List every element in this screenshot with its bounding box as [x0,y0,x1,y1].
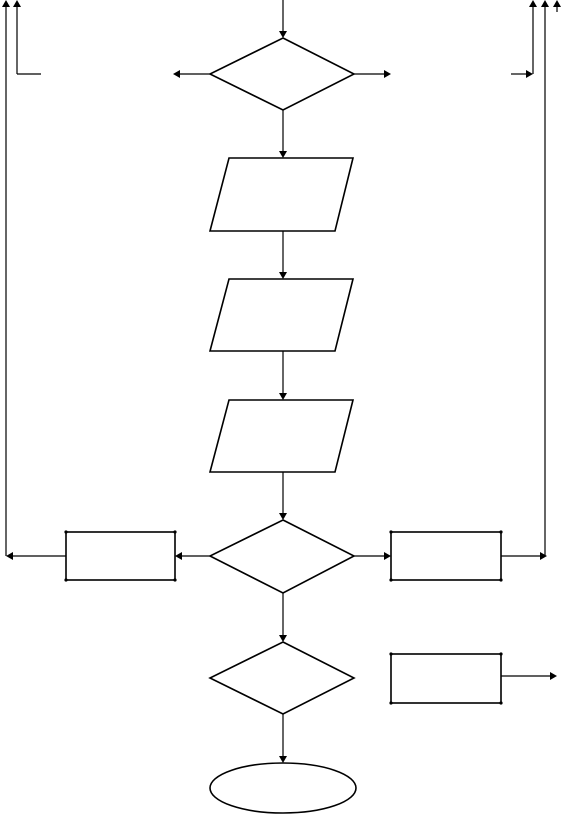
top-left-arrowhead [173,70,180,78]
decision-bottom[interactable] [208,641,356,715]
process-right[interactable] [389,530,503,582]
arrowhead-far-right-out [550,672,557,680]
left-loop-outer-arrowhead [2,0,10,7]
arrowhead-io2 [279,272,287,279]
arrowhead-right-out [540,552,547,560]
right-loop-outer-arrowhead [553,0,561,7]
left-loop-inner-arrowhead [13,0,21,7]
io-3[interactable] [208,399,355,473]
io-1[interactable] [208,157,355,232]
arrowhead-middle-decision [279,513,287,520]
right-loop-middle-arrowhead [541,0,549,7]
process-left[interactable] [64,530,177,582]
terminator[interactable] [209,762,357,814]
right-loop-stub-arrowhead [526,70,533,78]
arrowhead-terminator [279,756,287,763]
decision-top[interactable] [208,37,356,111]
top-right-arrowhead [384,70,391,78]
process-far-right[interactable] [389,652,503,705]
entry-arrowhead [279,31,287,38]
io-2[interactable] [208,278,355,352]
arrowhead-left-out [6,552,13,560]
arrowhead-io3 [279,393,287,400]
arrowhead-left-process [175,552,182,560]
right-loop-inner-arrowhead [529,0,537,7]
decision-middle[interactable] [208,519,356,594]
arrowhead-bottom-decision [279,635,287,642]
arrowhead-io1 [279,151,287,158]
arrowhead-right-process [384,552,391,560]
